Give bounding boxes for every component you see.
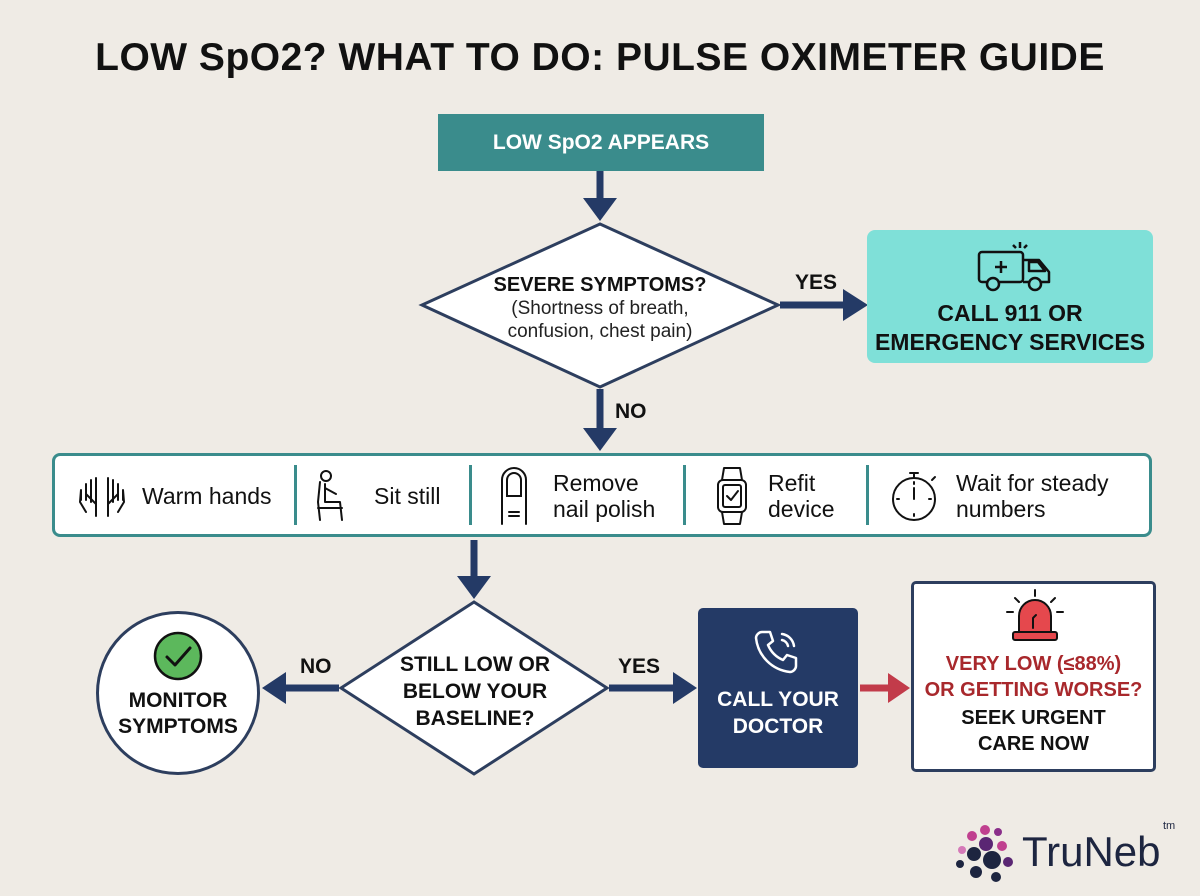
step-wait-line1: Wait for steady	[956, 470, 1109, 496]
timer-icon	[892, 472, 936, 521]
decision2-line1: STILL LOW OR	[399, 653, 551, 676]
step-wait-line2: numbers	[956, 496, 1046, 522]
checks-bar	[52, 453, 1152, 537]
monitor-text: MONITOR SYMPTOMS	[96, 688, 260, 740]
emergency-line2: EMERGENCY SERVICES	[874, 329, 1146, 355]
decision1-yes-label: YES	[795, 271, 838, 294]
monitor-line2: SYMPTOMS	[118, 715, 238, 738]
decision2-line3: BASELINE?	[415, 707, 535, 730]
sitting-person-icon	[317, 470, 343, 521]
doctor-line1: CALL YOUR	[717, 688, 839, 711]
step-wait: Wait for steady numbers	[956, 470, 1109, 522]
step-warm-hands: Warm hands	[142, 483, 272, 509]
doctor-line2: DOCTOR	[732, 715, 824, 738]
step-nail-polish: Remove nail polish	[553, 470, 655, 522]
logo-mark	[956, 825, 1013, 882]
decision1-no-label: NO	[615, 400, 647, 423]
arrowhead-yes-to-doctor	[673, 672, 697, 704]
step-nail-polish-line2: nail polish	[553, 496, 656, 522]
decision1-details-line1: (Shortness of breath,	[511, 298, 689, 319]
doctor-text: CALL YOUR DOCTOR	[698, 686, 858, 740]
ambulance-icon	[977, 242, 1051, 292]
decision1-details: (Shortness of breath, confusion, chest p…	[470, 297, 730, 343]
step-sit-still: Sit still	[374, 483, 441, 509]
check-icon	[153, 631, 203, 681]
step-divider	[294, 465, 297, 525]
step-refit-line1: Refit	[768, 470, 816, 496]
decision2-yes-label: YES	[618, 655, 661, 678]
arrowhead-yes-to-emergency	[843, 289, 868, 321]
decision1-question: SEVERE SYMPTOMS?	[493, 274, 707, 296]
arrowhead-no-to-steps	[583, 428, 617, 451]
decision2-line2: BELOW YOUR	[402, 680, 548, 703]
urgent-red-line1: VERY LOW (≤88%)	[945, 653, 1122, 675]
arrowhead-no-to-monitor	[262, 672, 286, 704]
phone-icon	[754, 630, 798, 674]
emergency-text: CALL 911 OR EMERGENCY SERVICES	[867, 299, 1153, 357]
siren-icon	[1006, 589, 1064, 641]
decision2-question: STILL LOW OR BELOW YOUR BASELINE?	[360, 651, 590, 732]
urgent-action: SEEK URGENT CARE NOW	[911, 705, 1156, 757]
hands-icon	[79, 477, 125, 517]
decision2-no-label: NO	[300, 655, 332, 678]
emergency-line1: CALL 911 OR	[937, 300, 1083, 326]
decision2-diamond	[338, 600, 610, 776]
step-divider	[866, 465, 869, 525]
monitor-line1: MONITOR	[128, 689, 228, 712]
monitor-circle	[96, 611, 260, 775]
step-divider	[683, 465, 686, 525]
decision1-diamond	[418, 222, 782, 389]
logo-trademark: tm	[1163, 820, 1176, 832]
step-refit-line2: device	[768, 496, 835, 522]
logo-wordmark: TruNeb	[1022, 828, 1161, 875]
urgent-line4: CARE NOW	[977, 733, 1090, 755]
start-box: LOW SpO2 APPEARS	[438, 114, 764, 171]
urgent-warning: VERY LOW (≤88%) OR GETTING WORSE?	[911, 651, 1156, 703]
step-divider	[469, 465, 472, 525]
doctor-box	[698, 608, 858, 768]
step-refit-device: Refit device	[768, 470, 834, 522]
fingernail-icon	[501, 467, 527, 525]
arrowhead-start-to-decision1	[583, 198, 617, 221]
arrowhead-steps-to-decision2	[457, 576, 491, 599]
urgent-red-line2: OR GETTING WORSE?	[924, 679, 1143, 701]
urgent-box	[911, 581, 1156, 772]
decision1-details-line2: confusion, chest pain)	[507, 321, 693, 342]
smartwatch-icon	[717, 467, 747, 525]
arrowhead-doctor-to-urgent	[888, 673, 910, 703]
page-title: LOW SpO2? WHAT TO DO: PULSE OXIMETER GUI…	[95, 36, 1105, 79]
step-nail-polish-line1: Remove	[553, 470, 639, 496]
urgent-line3: SEEK URGENT	[961, 707, 1106, 729]
